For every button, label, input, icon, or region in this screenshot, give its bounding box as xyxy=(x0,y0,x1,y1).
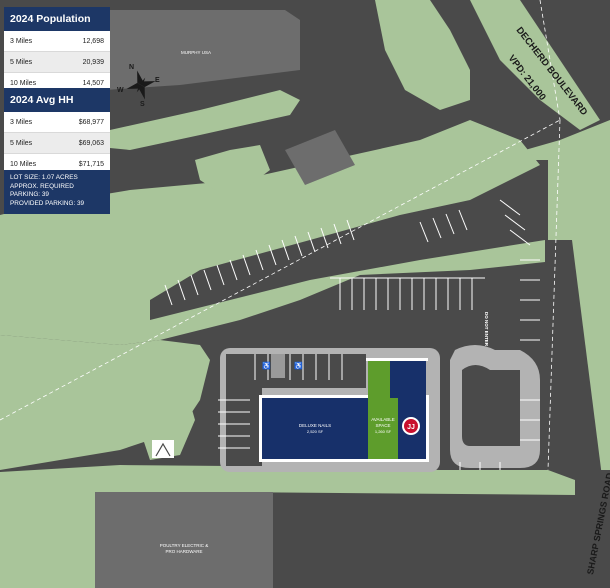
murphy-usa-building xyxy=(105,10,300,90)
parking-stripes-right xyxy=(459,199,540,470)
income-title: 2024 Avg HH Income xyxy=(4,88,110,130)
space-label: SPACE xyxy=(376,423,391,428)
grass-bottom-left xyxy=(0,492,95,588)
svg-text:♿: ♿ xyxy=(262,361,271,370)
lot-provided-parking: PROVIDED PARKING: 39 xyxy=(10,199,85,207)
lot-required-parking: PARKING: 39 xyxy=(10,191,49,199)
lot-required: APPROX. REQUIRED xyxy=(10,182,74,190)
murphy-usa-label: MURPHY USA xyxy=(181,50,211,55)
grass-top-right xyxy=(470,0,600,130)
grass-top-center xyxy=(375,0,470,110)
grass-top-left-strip xyxy=(110,90,300,150)
grass-island-left xyxy=(195,145,270,190)
compass-e: E xyxy=(155,77,160,84)
compass-s: S xyxy=(140,101,145,108)
grass-bottom-band xyxy=(0,465,575,495)
property-lines xyxy=(0,0,561,471)
poultry-label-1: POULTRY ELECTRIC & xyxy=(160,543,209,548)
deluxe-nails-label: DELUXE NAILS xyxy=(299,423,331,428)
income-panel: 2024 Avg HH Income 3 Miles$68,977 5 Mile… xyxy=(4,88,110,175)
parking-stripes-subject xyxy=(218,354,343,449)
grass-band-main xyxy=(0,120,545,345)
table-row: 3 Miles$68,977 xyxy=(4,112,110,133)
deluxe-nails-space xyxy=(262,398,368,459)
population-title: 2024 Population xyxy=(4,7,110,31)
sharp-springs-road xyxy=(548,240,610,588)
deluxe-nails-sf: 2,520 SF xyxy=(307,429,324,434)
poultry-electric-building xyxy=(95,492,273,588)
canopy xyxy=(285,130,355,185)
do-not-enter-label: DO NOT ENTER xyxy=(484,312,489,347)
available-space xyxy=(368,398,398,459)
poultry-label-2: PRO HARDWARE xyxy=(165,549,202,554)
lot-size: LOT SIZE: 1.07 ACRES xyxy=(10,174,78,181)
compass-n: N xyxy=(129,64,134,71)
dumpster-enclosure xyxy=(152,440,174,458)
parking-stripes-upper xyxy=(164,209,468,306)
compass-icon xyxy=(126,70,156,100)
compass-w: W xyxy=(117,87,124,94)
svg-text:♿: ♿ xyxy=(294,361,303,370)
table-row: 5 Miles$69,063 xyxy=(4,133,110,154)
parking-stripes-middle xyxy=(330,277,485,310)
available-label: AVAILABLE xyxy=(371,417,395,422)
ada-hatch xyxy=(271,354,285,378)
available-sf: 1,260 SF xyxy=(375,429,392,434)
lot-info-panel: LOT SIZE: 1.07 ACRES APPROX. REQUIRED PA… xyxy=(4,170,110,214)
svg-text:JJ: JJ xyxy=(407,424,415,431)
